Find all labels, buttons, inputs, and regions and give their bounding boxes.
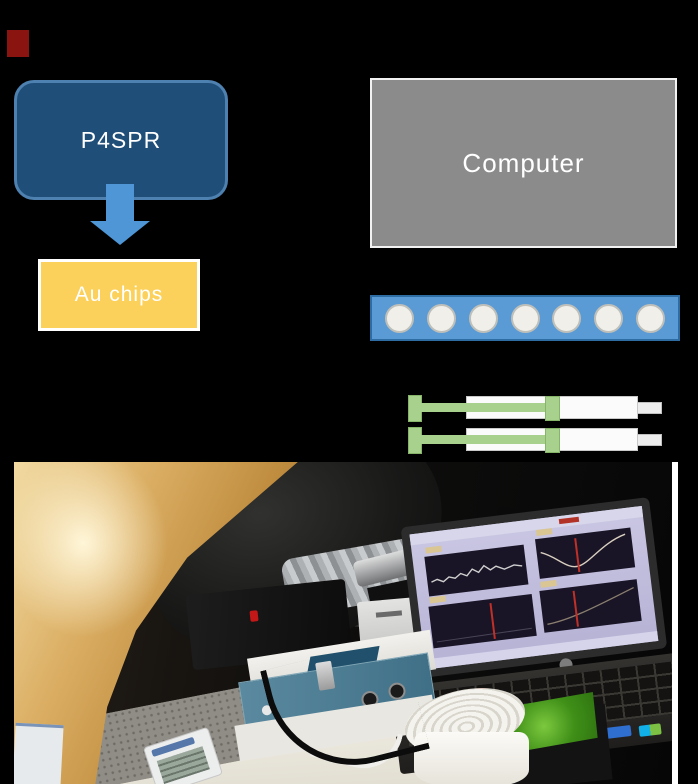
fabric-highlight (14, 462, 168, 638)
chip-well (384, 303, 414, 333)
syringe-tip (636, 434, 662, 446)
panel-toolbar (535, 528, 553, 536)
bucket-body (414, 732, 529, 784)
syringe-plunger-rod (419, 435, 554, 444)
laptop (370, 485, 682, 775)
panel-toolbar (425, 545, 442, 554)
syringe-plunger-rod (419, 403, 554, 412)
windows-sticker (638, 723, 662, 737)
p4spr-box: P4SPR (14, 80, 228, 200)
panel-toolbar (540, 579, 557, 588)
computer-box: Computer (370, 78, 677, 248)
chip-strip (370, 295, 680, 341)
chip-well (426, 303, 456, 333)
photo-edge-highlight (672, 462, 678, 784)
corner-marker (7, 30, 29, 57)
chart-panel (428, 594, 537, 649)
chip-well (594, 303, 624, 333)
syringe-plunger-seal (545, 396, 560, 421)
panel-toolbar (429, 595, 446, 604)
chip-well (468, 303, 498, 333)
au-chips-label: Au chips (74, 283, 164, 306)
spr-curve-chart-panel (535, 527, 636, 579)
computer-label: Computer (462, 147, 585, 178)
down-arrow-icon (90, 221, 150, 245)
sensorgram-chart-panel (424, 544, 529, 597)
down-arrow-shaft (106, 184, 134, 222)
white-bucket (398, 677, 539, 784)
laptop-lid (400, 497, 668, 679)
white-card (14, 722, 64, 784)
chip-well (552, 303, 582, 333)
chip-well (636, 303, 666, 333)
field-setup-photo (14, 462, 682, 784)
laptop-screen (409, 505, 659, 670)
intel-sticker (604, 724, 632, 740)
syringe-plunger-seal (545, 428, 560, 453)
red-led (249, 610, 259, 622)
chart-panel (539, 579, 642, 633)
photo-edge-gap (678, 462, 682, 784)
au-chips-box: Au chips (38, 259, 200, 331)
syringe (408, 395, 662, 422)
syringe (408, 427, 662, 454)
syringe-tip (636, 402, 662, 414)
p4spr-label: P4SPR (80, 126, 162, 153)
chip-well (510, 303, 540, 333)
